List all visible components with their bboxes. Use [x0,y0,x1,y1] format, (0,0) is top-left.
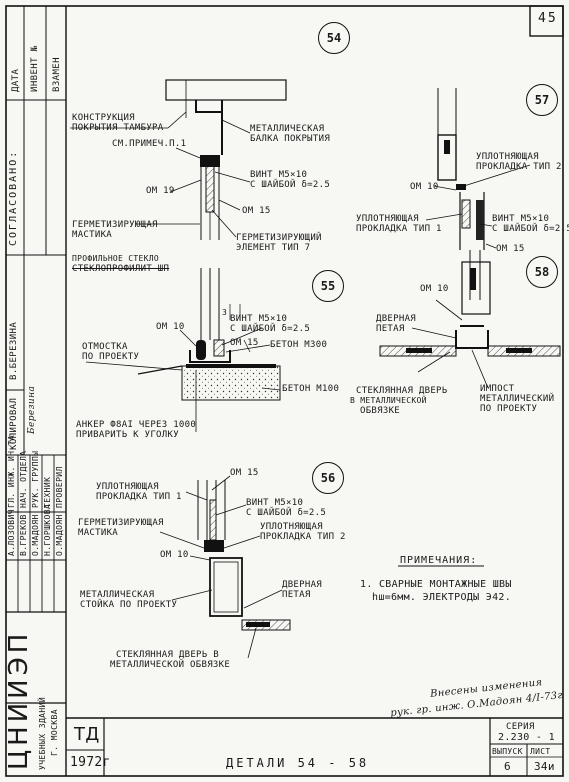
sealant-56-label: ГЕРМЕТИЗИРУЮЩАЯ [78,518,164,528]
door-leaf-56-label: ДВЕРНАЯ [282,580,323,590]
agreed-label: СОГЛАСОВАНО: [8,149,19,246]
seal-57-type2-label: УПЛОТНЯЮЩАЯ [476,152,539,162]
screw-55-label: ВИНТ М5×10 [230,314,288,324]
glass-door-56-label: СТЕКЛЯННАЯ ДВЕРЬ В [116,650,219,660]
org-subtitle-2: Г. МОСКВА [50,709,59,756]
sealant-56-label-2: МАСТИКА [78,528,119,538]
profile-glass-label-2: СТЕКЛОПРОФИЛИТ ШП [72,264,170,274]
notes-line-1: 1. СВАРНЫЕ МОНТАЖНЫЕ ШВЫ [360,579,512,590]
impost-label-2: МЕТАЛЛИЧЕСКИЙ [480,394,555,404]
sealant-54-label: ГЕРМЕТИЗИРУЮЩАЯ [72,220,158,230]
om19-label: ОМ 19 [146,186,175,196]
screw-57-label: ВИНТ М5×10 [492,214,550,224]
agreed-name: В.БЕРЕЗИНА [9,321,19,380]
seal-57-type1-label: УПЛОТНЯЮЩАЯ [356,214,419,224]
metal-beam-label-2: БАЛКА ПОКРЫТИЯ [250,134,331,144]
roof-structure-label-2: ПОКРЫТИЯ ТАМБУРА [72,123,164,133]
see-note-label: СМ.ПРИМЕЧ.П.1 [112,139,187,149]
sheet-label: ЛИСТ [530,747,551,756]
issue-value: 6 [504,760,511,773]
pavement-label-2: ПО ПРОЕКТУ [82,352,140,362]
seal-element-label: ГЕРМЕТИЗИРУЮЩИЙ [236,233,322,243]
detail-marker-55: 55 [312,270,344,302]
page-number: 45 [538,11,558,26]
screw-56-label: ВИНТ М5×10 [246,498,304,508]
concrete-m100-label: БЕТОН М100 [282,384,340,394]
tb-name-4: Н.ГОРШКОВА [43,503,52,556]
dimension-3: 3 [222,308,228,317]
impost-label: ИМПОСТ [480,384,515,394]
tb-name-5: О.МАДОЯН [55,514,64,556]
detail-marker-58: 58 [526,256,558,288]
door-leaf-56-label-2: ПЕТАЯ [282,590,311,600]
om10-55-label: ОМ 10 [156,322,185,332]
detail-marker-54: 54 [318,22,350,54]
tb-name-3: О.МАДОЯН [31,514,40,556]
tb-name-1: А.ЛОЗОВИЧ [7,509,16,556]
glass-door-58-label-2: В МЕТАЛЛИЧЕСКОЙ [350,396,427,405]
om15-57-label: ОМ 15 [496,244,525,254]
seal-56-type2-label: УПЛОТНЯЮЩАЯ [260,522,323,532]
seal-57-type1-label-2: ПРОКЛАДКА ТИП 1 [356,224,442,234]
seal-56-type2-label-2: ПРОКЛАДКА ТИП 2 [260,532,346,542]
notes-heading: ПРИМЕЧАНИЯ: [400,555,478,566]
concrete-m300-label: БЕТОН М300 [270,340,328,350]
sealant-54-label-2: МАСТИКА [72,230,113,240]
sheet-value: 34и [534,760,555,773]
om10-58-label: ОМ 10 [420,284,449,294]
profile-glass-label: ПРОФИЛЬНОЕ СТЕКЛО [72,254,159,263]
anchor-label: АНКЕР Ф8АI ЧЕРЕЗ 1000 [76,420,197,430]
roof-structure-label: КОНСТРУКЦИЯ [72,113,135,123]
series-label: СЕРИЯ [506,722,535,732]
detail-marker-56: 56 [312,462,344,494]
pavement-label: ОТМОСТКА [82,342,128,352]
metal-post-label-2: СТОЙКА ПО ПРОЕКТУ [80,600,178,610]
issue-label: ВЫПУСК [492,747,523,756]
om10-57-label: ОМ 10 [410,182,439,192]
tb-name-2: В.ГРЕКОВ [19,514,28,556]
tb-role-5: ПРОВЕРИЛ [55,466,64,508]
seal-56-type1-label-2: ПРОКЛАДКА ТИП 1 [96,492,182,502]
tb-role-2: НАЧ. ОТДЕЛА [19,450,28,508]
org-logo: ЦНИИЭП [4,629,34,770]
anchor-label-2: ПРИВАРИТЬ К УГОЛКУ [76,430,179,440]
door-leaf-58-label-2: ПЕТАЯ [376,324,405,334]
detail-marker-57: 57 [526,84,558,116]
glass-door-56-label-2: МЕТАЛЛИЧЕСКОЙ ОБВЯЗКЕ [110,660,231,670]
glass-door-58-label-3: ОБВЯЗКЕ [360,406,401,416]
col-date: ДАТА [11,68,21,92]
seal-element-label-2: ЭЛЕМЕНТ ТИП 7 [236,243,311,253]
screw-57-label-2: С ШАЙБОЙ δ=2.5 [492,224,569,234]
sheet-year: 1972г [70,755,111,770]
impost-label-3: ПО ПРОЕКТУ [480,404,538,414]
org-subtitle-1: УЧЕБНЫХ ЗДАНИЙ [38,696,47,770]
col-inventory: ИНВЕНТ № [30,45,40,92]
stamp-td: ТД [74,724,100,745]
om15-54-label: ОМ 15 [242,206,271,216]
door-leaf-58-label: ДВЕРНАЯ [376,314,417,324]
col-replace: ВЗАМЕН [52,57,62,92]
screw-54-label: ВИНТ М5×10 [250,170,308,180]
seal-56-type1-label: УПЛОТНЯЮЩАЯ [96,482,159,492]
glass-door-58-label: СТЕКЛЯННАЯ ДВЕРЬ [356,386,448,396]
seal-57-type2-label-2: ПРОКЛАДКА ТИП 2 [476,162,562,172]
copied-signature: Березина [27,385,37,434]
om15-56-label: ОМ 15 [230,468,259,478]
metal-post-label: МЕТАЛЛИЧЕСКАЯ [80,590,155,600]
screw-55-label-2: С ШАЙБОЙ δ=2.5 [230,324,311,334]
metal-beam-label: МЕТАЛЛИЧЕСКАЯ [250,124,325,134]
om10-56-label: ОМ 10 [160,550,189,560]
screw-56-label-2: С ШАЙБОЙ δ=2.5 [246,508,327,518]
series-value: 2.230 - 1 [498,732,555,743]
sheet-title: ДЕТАЛИ 54 - 58 [226,756,370,770]
notes-line-2: hш=6мм. ЭЛЕКТРОДЫ Э42. [372,592,512,603]
tb-role-1: ГЛ. ИНЖ. ИН-ТА [7,434,16,508]
om15-55-label: ОМ 15 [230,338,259,348]
screw-54-label-2: С ШАЙБОЙ δ=2.5 [250,180,331,190]
tb-role-3: РУК. ГРУППЫ [31,450,40,508]
